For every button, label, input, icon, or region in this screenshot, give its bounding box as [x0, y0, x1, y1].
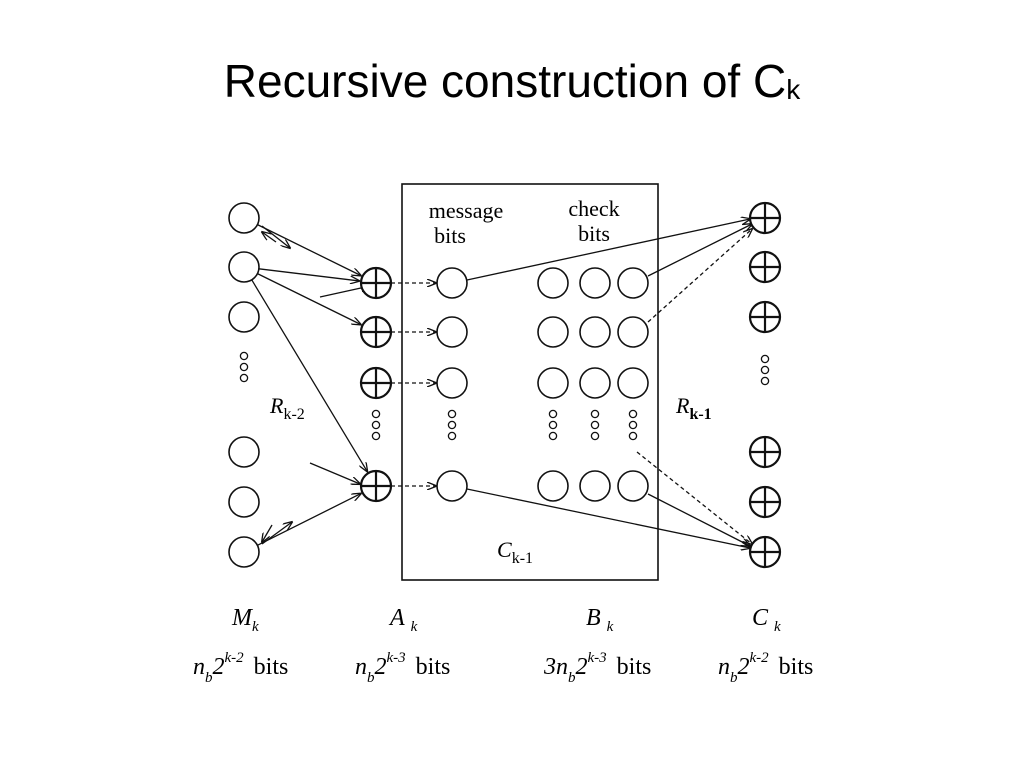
loose-arrow	[309, 462, 360, 484]
check-ellipsis-dots	[548, 409, 558, 441]
message-bit-node	[436, 367, 468, 399]
check-to-c-edge	[636, 451, 752, 544]
c-xor-node	[748, 250, 782, 284]
a-xor-node	[359, 315, 393, 349]
check-bit-node	[617, 316, 649, 348]
c-xor-node	[748, 535, 782, 569]
c-xor-node	[748, 300, 782, 334]
check-bits-header-line2: bits	[578, 221, 610, 246]
message-ellipsis-dots	[447, 409, 457, 441]
check-bit-node	[617, 367, 649, 399]
check-bit-node	[537, 367, 569, 399]
c-xor-node	[748, 435, 782, 469]
message-bit-node	[436, 267, 468, 299]
message-to-c-edge	[466, 219, 750, 281]
check-bit-node	[537, 267, 569, 299]
m-node	[228, 436, 260, 468]
loose-arrow	[261, 225, 290, 248]
check-bit-node	[617, 267, 649, 299]
message-bits-header-line1: message	[429, 198, 504, 223]
a-xor-node	[359, 366, 393, 400]
c-xor-node	[748, 201, 782, 235]
slide-title: Recursive construction of Ck	[223, 55, 801, 107]
m-to-a-edge	[257, 224, 360, 276]
check-bit-node	[537, 316, 569, 348]
ck-1-label: Ck-1	[497, 537, 533, 567]
m-to-a-edge	[257, 494, 360, 546]
message-to-c-edge	[466, 488, 750, 548]
m-to-a-edge	[257, 273, 360, 325]
check-bit-node	[579, 470, 611, 502]
m-node	[228, 536, 260, 568]
check-to-c-edge	[647, 493, 750, 546]
check-bit-node	[579, 367, 611, 399]
ck-1-box	[401, 183, 659, 581]
check-bits-header-line1: check	[568, 196, 619, 221]
c-ellipsis-dots	[760, 354, 770, 386]
m-ellipsis-dots	[239, 351, 249, 383]
a-ellipsis-dots	[371, 409, 381, 441]
check-bit-node	[579, 267, 611, 299]
r-k-1-label: Rk-1	[675, 393, 712, 423]
m-to-a-edge	[258, 268, 359, 281]
loose-arrow	[262, 232, 277, 243]
m-node	[228, 251, 260, 283]
a-xor-node	[359, 469, 393, 503]
c-xor-node	[748, 485, 782, 519]
check-bit-node	[579, 316, 611, 348]
message-bit-node	[436, 316, 468, 348]
m-node	[228, 301, 260, 333]
check-ellipsis-dots	[628, 409, 638, 441]
message-bit-node	[436, 470, 468, 502]
check-bit-node	[537, 470, 569, 502]
m-node	[228, 202, 260, 234]
a-xor-node	[359, 266, 393, 300]
check-bit-node	[617, 470, 649, 502]
loose-arrow	[262, 524, 273, 542]
r-k-2-label: Rk-2	[269, 393, 305, 423]
check-ellipsis-dots	[590, 409, 600, 441]
m-to-a-edge	[251, 279, 367, 472]
message-bits-header-line2: bits	[434, 223, 466, 248]
column-m-symbol: Mk	[231, 605, 259, 635]
check-to-c-edge	[647, 224, 752, 277]
loose-arrow	[261, 522, 292, 545]
check-to-c-edge	[647, 229, 752, 323]
m-node	[228, 486, 260, 518]
